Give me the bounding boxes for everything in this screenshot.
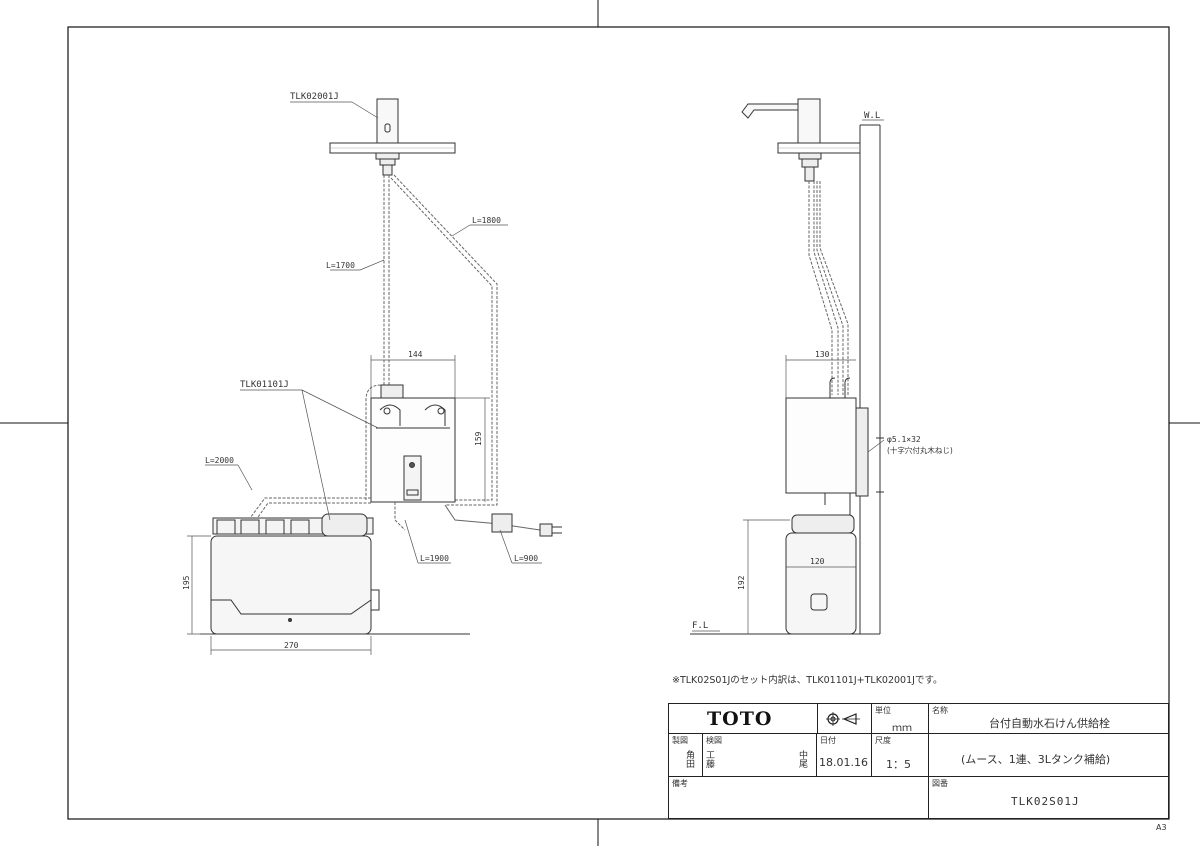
name-value: 台付自動水石けん供給栓 — [989, 717, 1110, 730]
title-block: TOTO 単位 ｍｍ 名称 台付自動水石けん供給栓 製図 角田 検図 工藤 中尾 — [668, 703, 1169, 819]
cable-2000-label: L=2000 — [205, 456, 234, 465]
remarks-label: 備考 — [672, 779, 688, 788]
name-sub-value: (ムース、1連、3Lタンク補給) — [961, 753, 1111, 766]
dim-side-tank-height: 192 — [737, 575, 746, 590]
cable-1900 — [394, 502, 406, 531]
drawing-no-value: TLK02S01J — [1011, 795, 1080, 808]
cable-900 — [444, 504, 541, 531]
faucet-body — [376, 98, 399, 144]
side-soap-tank — [785, 532, 857, 635]
side-view-text: W.L F.L 130 120 192 φ5.1×32 (十字穴付丸木ねじ) — [692, 111, 953, 631]
side-control-unit — [785, 397, 857, 494]
dim-side-depth: 130 — [815, 350, 830, 359]
dim-front-height: 159 — [474, 431, 483, 446]
cable-1800-label: L=1800 — [472, 216, 501, 225]
date-value: 18.01.16 — [819, 756, 868, 769]
front-view — [187, 98, 562, 655]
faucet-sensor-window — [384, 123, 391, 133]
cable-900-label: L=900 — [514, 554, 538, 563]
cable-1900-label: L=1900 — [420, 554, 449, 563]
side-view — [690, 98, 885, 635]
sheet-size-label: A3 — [1156, 823, 1167, 832]
sheet-border — [67, 26, 1170, 820]
unit-value: ｍｍ — [892, 723, 912, 734]
faucet-model-label: TLK02001J — [290, 92, 339, 102]
brand-cell: TOTO — [668, 703, 818, 734]
name-cell: 名称 台付自動水石けん供給栓 — [929, 703, 1169, 734]
drawing-no-label: 図番 — [932, 779, 948, 788]
screw-type-label: (十字穴付丸木ねじ) — [887, 445, 953, 455]
third-angle-projection-icon — [826, 712, 860, 726]
checked-name-2: 中尾 — [799, 751, 809, 770]
floor-line-label: F.L — [692, 621, 708, 631]
side-faucet-body — [797, 98, 821, 144]
projection-cell — [818, 703, 872, 734]
side-faucet-spout — [741, 103, 799, 119]
scale-value: 1：5 — [886, 758, 911, 771]
brand-logo: TOTO — [707, 708, 773, 730]
checked-label: 検図 — [706, 736, 722, 745]
cable-2000 — [249, 497, 371, 521]
dimension-lines-front — [187, 101, 542, 655]
unit-model-label: TLK01101J — [240, 380, 289, 390]
set-composition-note: ※TLK02S01Jのセット内訳は、TLK01101J+TLK02001Jです。 — [672, 674, 943, 686]
screw-spec-label: φ5.1×32 — [887, 435, 921, 444]
dim-tank-height: 195 — [182, 575, 191, 590]
cable-1800 — [390, 174, 498, 506]
drawn-label: 製図 — [672, 736, 688, 745]
front-view-text: TLK02001J TLK01101J L=1800 L=1700 L=2000… — [182, 92, 538, 650]
drawing-no-cell: 図番 TLK02S01J — [929, 777, 1169, 819]
wall-line-label: W.L — [864, 111, 880, 121]
dim-front-width: 144 — [408, 350, 423, 359]
name-sub-cell: (ムース、1連、3Lタンク補給) — [929, 734, 1169, 777]
date-label: 日付 — [820, 736, 836, 745]
scale-label: 尺度 — [875, 736, 891, 745]
dimension-lines-side — [692, 119, 885, 634]
date-cell: 日付 18.01.16 — [817, 734, 872, 777]
dim-tank-depth: 120 — [810, 557, 825, 566]
checked-cell: 検図 工藤 中尾 — [703, 734, 817, 777]
scale-cell: 尺度 1：5 — [872, 734, 929, 777]
checked-name-1: 工藤 — [706, 751, 716, 770]
drawn-cell: 製図 角田 — [668, 734, 703, 777]
dim-tank-width: 270 — [284, 641, 299, 650]
unit-label: 単位 — [875, 706, 891, 715]
cable-1700-label: L=1700 — [326, 261, 355, 270]
cable-1700 — [383, 175, 390, 385]
drawn-name: 角田 — [686, 751, 696, 770]
unit-cell: 単位 ｍｍ — [872, 703, 929, 734]
remarks-cell: 備考 — [668, 777, 929, 819]
name-label: 名称 — [932, 706, 948, 715]
